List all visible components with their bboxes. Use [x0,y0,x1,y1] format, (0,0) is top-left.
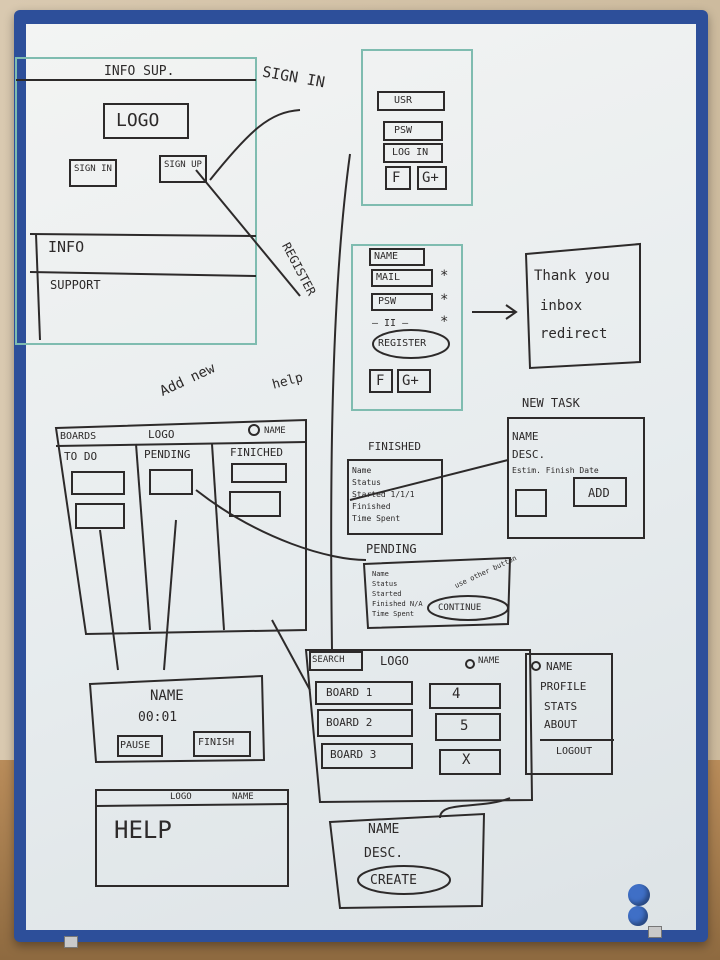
google-label: G+ [422,170,439,186]
reg-facebook-label: F [376,373,385,389]
pause-btn-label: PAUSE [120,740,151,751]
help-big-label: HELP [114,816,172,844]
info-sup-label: INFO SUP. [104,64,175,79]
pending-column-label: PENDING [144,448,191,461]
pen-name: Name [372,570,389,578]
fin-finished: Finished [352,502,391,511]
fin-status: Status [352,478,381,487]
register-btn-label: REGISTER [378,338,427,349]
nt-estim: Estim. Finish Date [512,466,599,475]
pending-title: PENDING [366,542,417,556]
help-logo-label: LOGO [170,792,192,802]
new-task-title: NEW TASK [522,396,580,410]
info-label: INFO [48,238,85,256]
finish-btn-label: FINISH [198,737,235,748]
timer-time: 00:01 [138,710,178,725]
nt-add-label: ADD [588,486,610,500]
fin-time: Time Spent [352,514,401,523]
finished-column-label: FINICHED [230,446,283,459]
usr-label: USR [394,95,413,106]
reg-star-3: * [440,314,449,330]
frame-clip-left [64,936,78,948]
reg-google-label: G+ [402,373,419,389]
reg-name-label: NAME [374,251,399,262]
todo-column-label: TO DO [64,450,98,463]
list-user-label: NAME [478,656,500,666]
reg-star-2: * [440,292,449,308]
board-2-count: 5 [460,718,469,734]
psw-label: PSW [394,125,413,136]
sign-in-small-label: SIGN IN [74,164,112,174]
inbox-text: inbox [540,298,583,314]
finished-title: FINISHED [368,440,421,453]
reg-star-1: * [440,268,449,284]
list-logo-label: LOGO [380,654,409,668]
pen-started: Started [372,590,402,598]
board-2-label: BOARD 2 [326,716,373,729]
create-desc: DESC. [364,846,404,861]
nt-name: NAME [512,430,539,443]
boards-label: BOARDS [60,431,97,442]
pen-finished: Finished N/A [372,600,423,608]
menu-profile: PROFILE [540,680,587,693]
board-3-delete: X [462,752,471,768]
facebook-label: F [392,170,401,186]
reg-mail-label: MAIL [376,272,401,283]
menu-name: NAME [546,660,573,673]
reg-repeat-label: — II — [372,318,409,329]
reg-psw-label: PSW [378,296,397,307]
board-1-count: 4 [452,686,461,702]
menu-stats: STATS [544,700,578,713]
support-label: SUPPORT [50,278,101,292]
log-in-label: LOG IN [392,147,429,158]
menu-logout: LOGOUT [556,746,593,757]
logo-label: LOGO [116,110,160,131]
frame-clip-right [648,926,662,938]
redirect-text: redirect [540,326,608,342]
create-btn-label: CREATE [370,873,417,888]
continue-btn-label: CONTINUE [438,603,482,613]
create-name: NAME [368,822,400,837]
boards-logo-label: LOGO [148,428,175,441]
nt-desc: DESC. [512,448,546,461]
fin-started: Started 1/1/1 [352,490,415,499]
board-3-label: BOARD 3 [330,748,377,761]
blue-magnet-1 [628,884,650,906]
board-1-label: BOARD 1 [326,686,373,699]
boards-user-label: NAME [264,426,286,436]
fin-name: Name [352,466,372,475]
search-btn-label: SEARCH [312,655,345,665]
pen-time: Time Spent [372,610,415,618]
timer-name: NAME [150,688,184,704]
pen-status: Status [372,580,398,588]
menu-about: ABOUT [544,718,578,731]
blue-magnet-2 [628,906,648,926]
sign-up-small-label: SIGN UP [164,160,202,170]
thank-you-text: Thank you [534,268,610,284]
help-name-label: NAME [232,792,254,802]
